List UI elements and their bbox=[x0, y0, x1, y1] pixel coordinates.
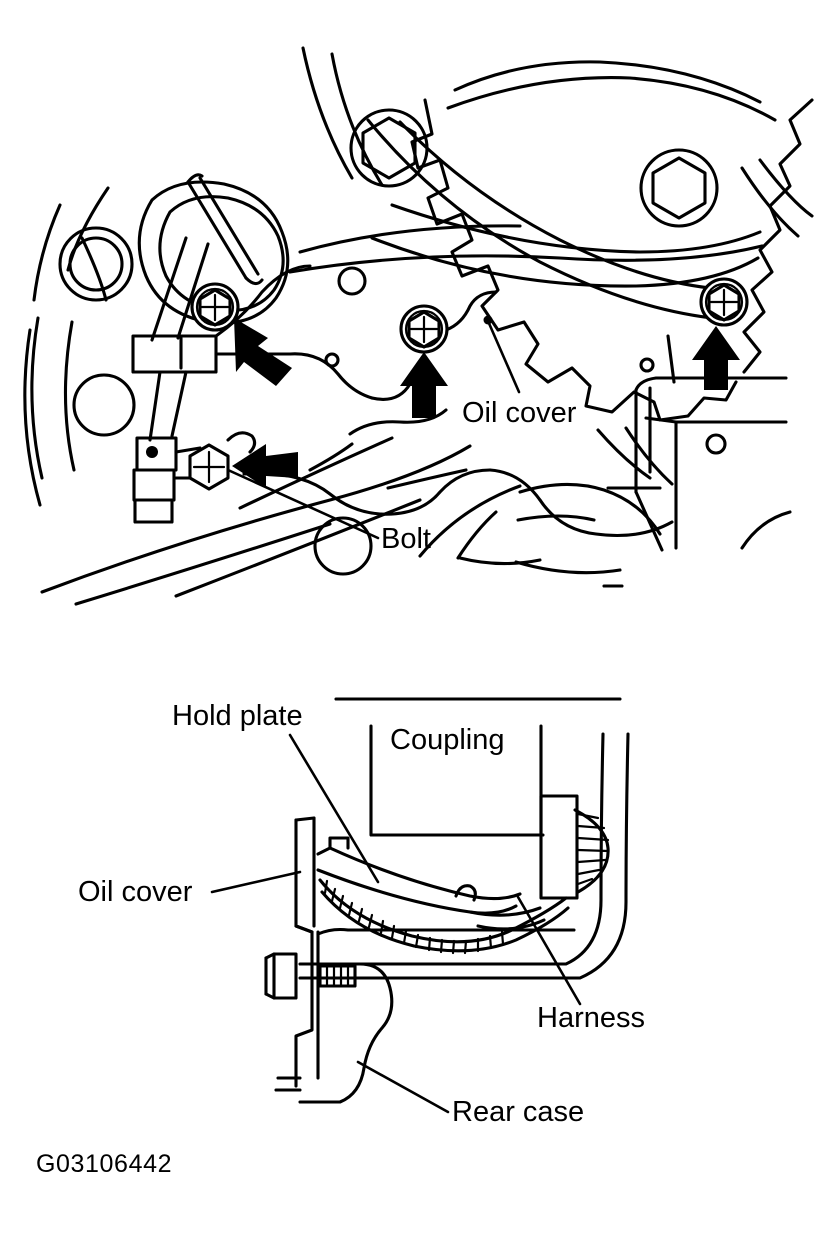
arrow-right-bolt bbox=[692, 326, 740, 390]
label-rear-case: Rear case bbox=[452, 1096, 584, 1128]
label-coupling: Coupling bbox=[390, 724, 504, 756]
label-oil-cover-lower: Oil cover bbox=[78, 876, 193, 908]
upper-assembly-view: Oil cover Bolt bbox=[23, 46, 814, 606]
sensor-bracket-assembly bbox=[131, 173, 292, 524]
label-bolt-upper: Bolt bbox=[381, 523, 431, 555]
right-housing-box bbox=[602, 334, 792, 588]
lower-section-view: Hold plate Coupling Oil cover Harness Re… bbox=[78, 697, 645, 1128]
coupling-connector bbox=[539, 794, 610, 900]
leader-rear-case bbox=[356, 1060, 450, 1114]
timing-cover-outline bbox=[301, 46, 814, 422]
harness-routing-tubes bbox=[298, 732, 630, 980]
harness-coil bbox=[318, 878, 570, 955]
section-bolt-thread bbox=[318, 964, 357, 988]
bolt-2 bbox=[399, 304, 449, 354]
label-oil-cover-upper: Oil cover bbox=[462, 397, 577, 429]
leader-hold-plate bbox=[288, 733, 380, 884]
arrow-upper-left-bolt bbox=[234, 318, 292, 386]
leader-oil-cover-upper bbox=[483, 315, 521, 394]
leader-oil-cover-lower bbox=[210, 870, 302, 894]
oil-cover-lip bbox=[288, 158, 814, 288]
connector-hatch bbox=[576, 812, 610, 886]
bolt-3 bbox=[699, 277, 749, 327]
leader-harness bbox=[516, 895, 582, 1006]
rear-case-profile bbox=[274, 927, 576, 1104]
engine-block-left-arcs bbox=[23, 186, 110, 507]
bolt-4 bbox=[188, 443, 230, 491]
hex-access-holes bbox=[349, 108, 719, 228]
block-bolt-holes bbox=[58, 226, 727, 576]
leader-bolt-upper bbox=[226, 468, 380, 540]
hold-plate-section bbox=[316, 836, 522, 915]
arrow-center-bolt bbox=[400, 352, 448, 418]
oil-cover-plate-section bbox=[264, 816, 320, 1082]
figure-id-code: G03106442 bbox=[36, 1150, 172, 1178]
arrow-lower-left-bolt bbox=[232, 444, 298, 488]
label-harness: Harness bbox=[537, 1002, 645, 1034]
label-hold-plate: Hold plate bbox=[172, 700, 303, 732]
lower-block-contours bbox=[40, 426, 674, 606]
bolt-1 bbox=[190, 282, 240, 332]
